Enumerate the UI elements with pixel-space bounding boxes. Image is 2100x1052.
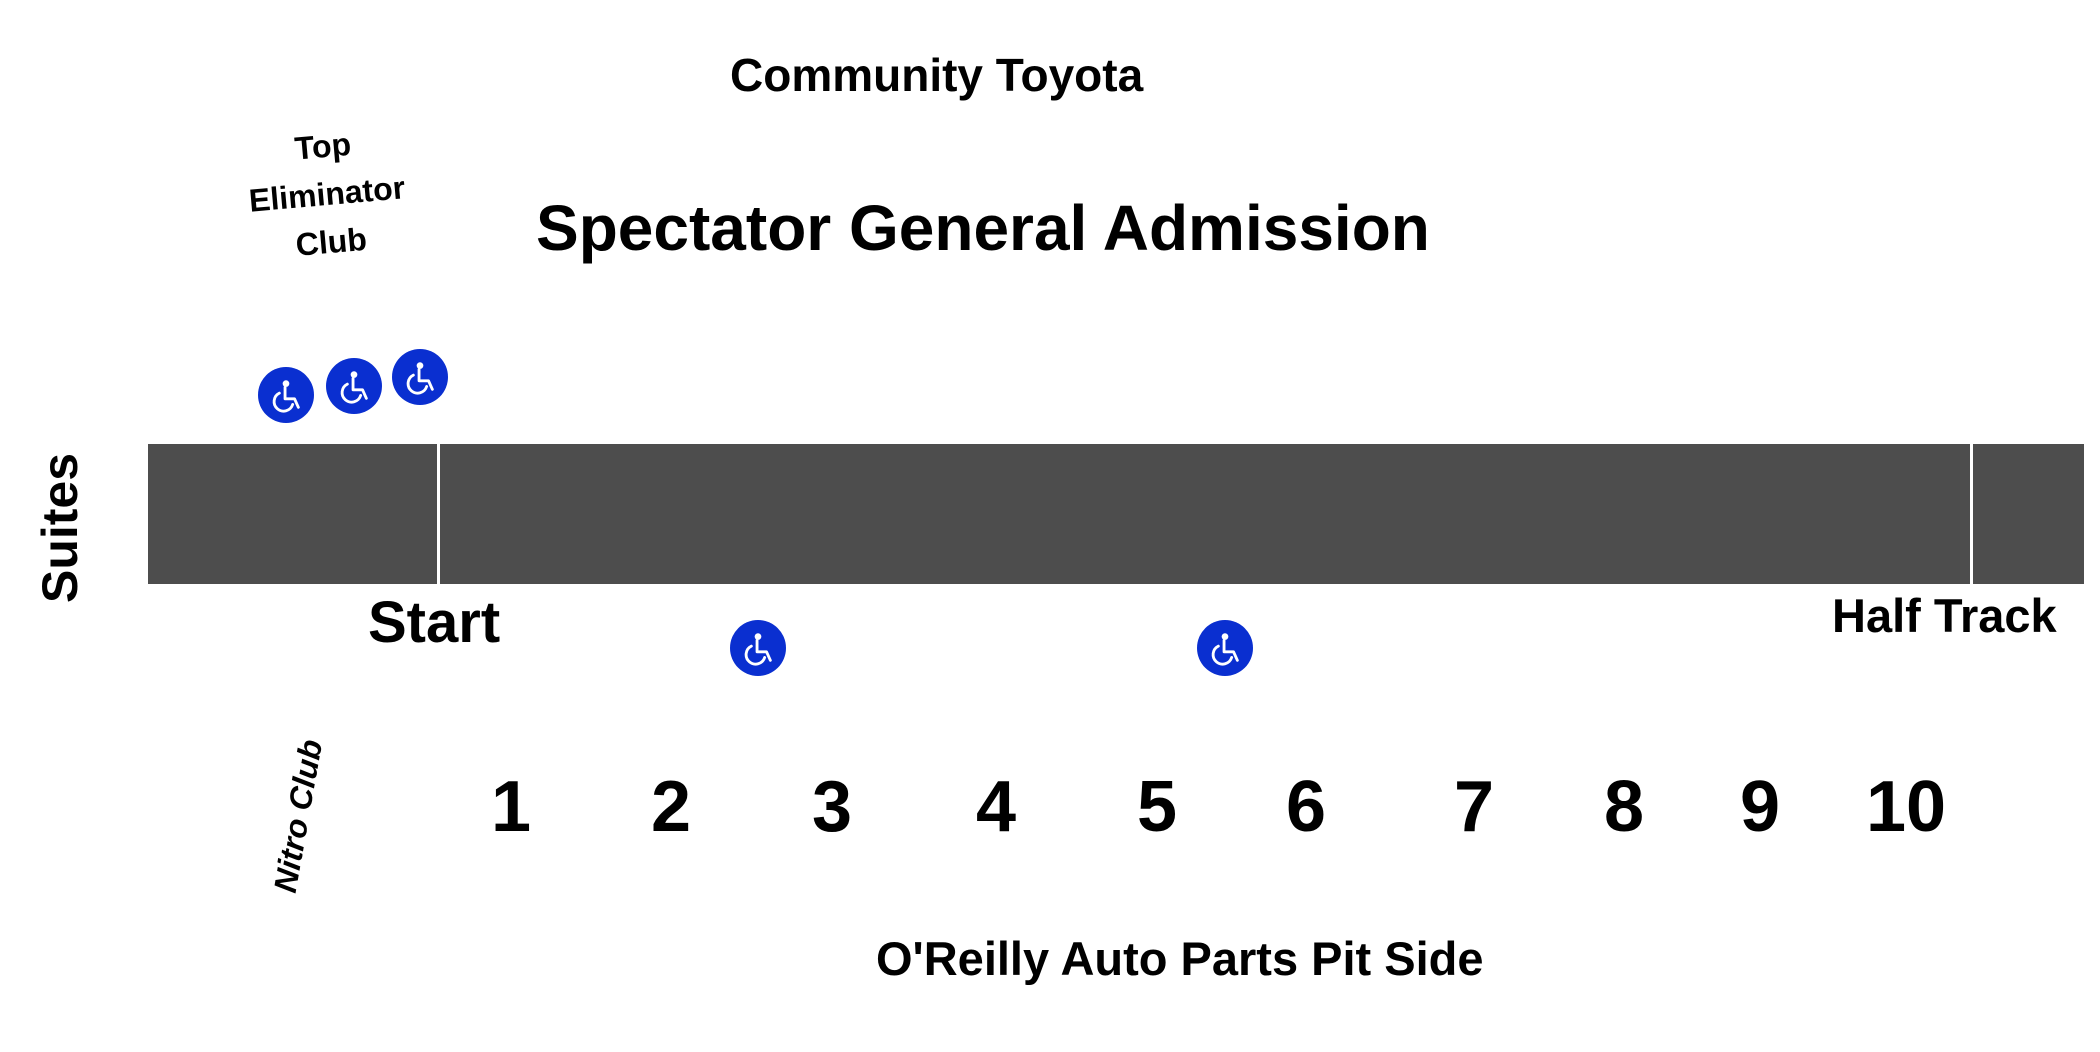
section-7-label: 7	[1453, 767, 1495, 847]
wheelchair-icon	[326, 358, 382, 414]
wheelchair-icon	[392, 349, 448, 405]
section-8-label: 8	[1603, 767, 1645, 847]
wheelchair-icon	[258, 367, 314, 423]
wheelchair-icon	[730, 620, 786, 676]
suites-label: Suites	[32, 452, 88, 604]
pit-side-label: O'Reilly Auto Parts Pit Side	[876, 932, 1484, 985]
section-9-label: 9	[1739, 767, 1781, 847]
nitro-club-label: Nitro Club	[266, 736, 330, 896]
top-eliminator-club-label: Top Eliminator Club	[226, 114, 428, 274]
community-toyota-label: Community Toyota	[730, 49, 1144, 101]
section-2-label: 2	[650, 767, 692, 847]
half-track-line	[1970, 444, 1973, 584]
wheelchair-icon	[1197, 620, 1253, 676]
drag-strip-track	[148, 444, 2084, 584]
section-10-label: 10	[1865, 767, 1947, 847]
start-line	[437, 444, 440, 584]
section-6-label: 6	[1285, 767, 1327, 847]
section-5-label: 5	[1136, 767, 1178, 847]
section-1-label: 1	[490, 767, 532, 847]
section-3-label: 3	[811, 767, 853, 847]
section-4-label: 4	[975, 767, 1017, 847]
spectator-general-admission-label: Spectator General Admission	[536, 192, 1430, 264]
half-track-label: Half Track	[1832, 589, 2057, 642]
start-label: Start	[368, 590, 501, 655]
